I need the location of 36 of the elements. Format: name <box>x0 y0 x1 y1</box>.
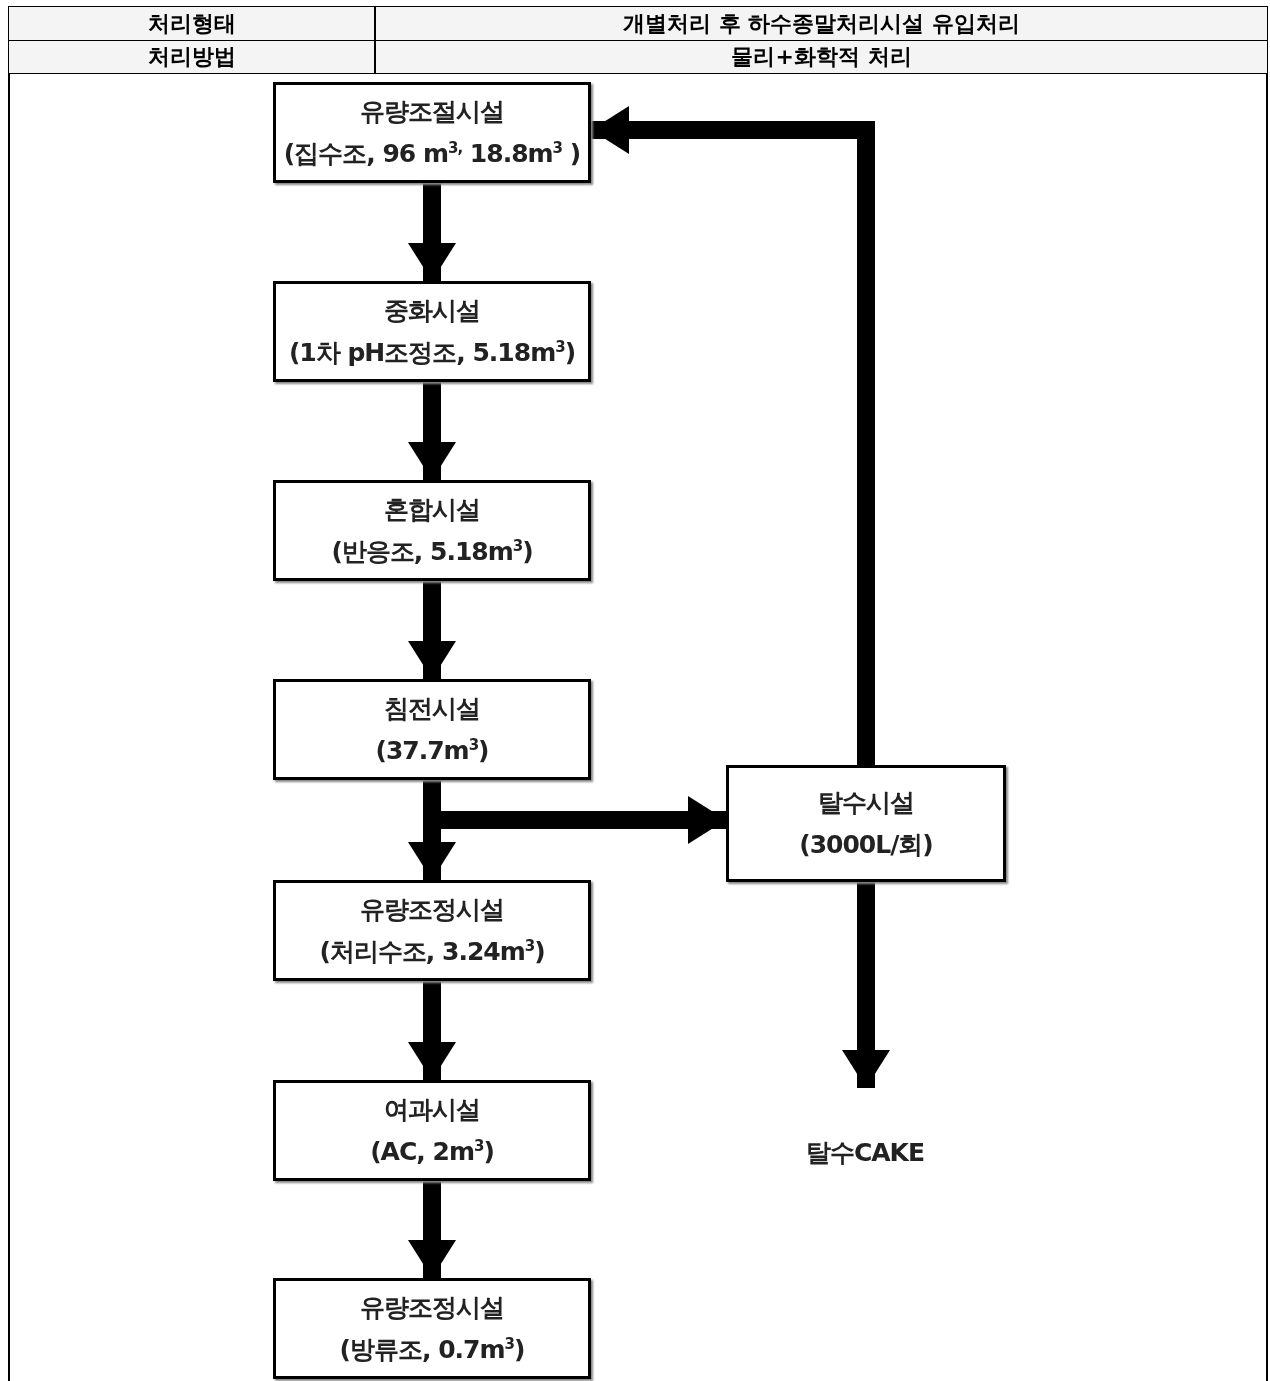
box-text: (37.7m$^{3}$) <box>375 734 489 767</box>
output-label: 탈수CAKE <box>780 1088 950 1174</box>
table-cell: 처리형태 <box>8 6 375 41</box>
table-cell: 처리방법 <box>8 40 375 74</box>
process-box <box>273 281 591 382</box>
arrow <box>408 382 456 480</box>
box-text: 유량조정시설 <box>360 893 504 926</box>
process-box <box>273 880 591 981</box>
process-box <box>273 1080 591 1181</box>
box-text: 여과시설 <box>384 1093 480 1126</box>
box-text: 중화시설 <box>384 294 480 327</box>
arrow <box>408 581 456 679</box>
box-text: 유량조정시설 <box>360 1291 504 1324</box>
box-text: (AC, 2m$^{3}$) <box>370 1135 494 1168</box>
box-text: 혼합시설 <box>384 493 480 526</box>
box-text: (처리수조, 3.24m$^{3}$) <box>319 935 545 968</box>
table-cell: 물리+화학적 처리 <box>375 40 1268 74</box>
arrow <box>591 106 875 765</box>
box-text: 유량조절시설 <box>360 95 504 128</box>
box-text: (반응조, 5.18m$^{3}$) <box>331 535 533 568</box>
arrow <box>408 183 456 281</box>
box-text: (1차 pH조정조, 5.18m$^{3}$) <box>288 336 576 369</box>
arrow <box>408 1181 456 1278</box>
box-text: (3000L/회) <box>799 828 933 861</box>
box-text: 탈수시설 <box>818 786 914 819</box>
process-box <box>273 1278 591 1379</box>
box-text: 침전시설 <box>384 692 480 725</box>
arrow <box>842 882 890 1088</box>
process-box <box>273 679 591 780</box>
process-box <box>273 480 591 581</box>
table-cell: 개별처리 후 하수종말처리시설 유입처리 <box>375 6 1268 41</box>
box-text: (집수조, 96 m$^{3,}$ 18.8m$^{3}$ ) <box>283 137 581 170</box>
process-box <box>273 82 591 183</box>
arrow <box>408 981 456 1080</box>
process-box <box>726 765 1006 882</box>
box-text: (방류조, 0.7m$^{3}$) <box>339 1333 525 1366</box>
